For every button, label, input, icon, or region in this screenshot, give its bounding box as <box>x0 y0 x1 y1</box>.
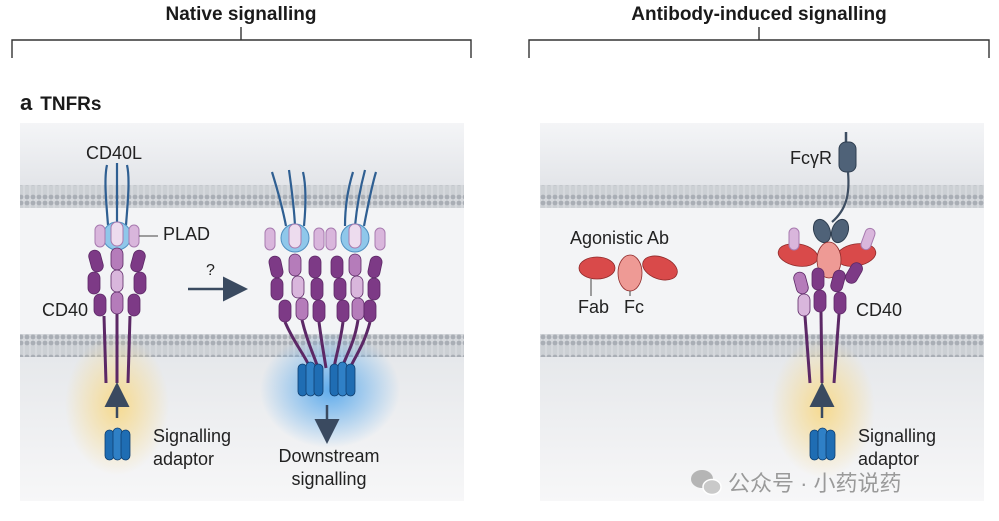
agonistic-antibody <box>578 254 678 292</box>
signalling-adaptor-right <box>809 427 836 461</box>
antibody-panel <box>540 123 984 501</box>
wechat-icon <box>691 470 722 496</box>
adaptor-label-antibody-line2: adaptor <box>858 449 920 469</box>
cd40-label-antibody: CD40 <box>856 300 903 320</box>
fc-label: Fc <box>624 297 644 317</box>
adaptor-label-antibody: Signalling adaptor <box>858 425 936 471</box>
plad-label: PLAD <box>163 224 211 244</box>
adaptor-label-native-line1: Signalling <box>153 426 232 446</box>
cd40-trimer-right <box>788 227 876 384</box>
section-title: a TNFRs <box>20 90 101 116</box>
fab-label: Fab <box>578 297 610 317</box>
signalling-adaptor-left <box>104 427 131 461</box>
native-bracket <box>11 27 472 58</box>
cd40l-label: CD40L <box>86 143 143 163</box>
downstream-label-line2: signalling <box>291 469 367 489</box>
adaptor-label-native-line2: adaptor <box>153 449 215 469</box>
adaptor-label-native: Signalling adaptor <box>153 425 231 471</box>
downstream-label-line1: Downstream <box>278 446 380 466</box>
section-letter: a <box>20 90 33 115</box>
watermark: 公众号 · 小药说药 <box>728 471 902 496</box>
question-label: ? <box>206 262 215 279</box>
native-header: Native signalling <box>165 4 317 25</box>
cd40-cluster <box>264 169 386 397</box>
section-name: TNFRs <box>40 94 102 115</box>
antibody-header: Antibody-induced signalling <box>631 4 887 25</box>
cd40-trimer-left <box>87 163 147 384</box>
agonist-label: Agonistic Ab <box>570 228 670 248</box>
cd40-label-native: CD40 <box>42 300 89 320</box>
antibody-bracket <box>528 27 990 58</box>
fcgr-label: FcγR <box>790 148 832 168</box>
adaptor-label-antibody-line1: Signalling <box>858 426 937 446</box>
downstream-label: Downstream signalling <box>278 445 379 491</box>
